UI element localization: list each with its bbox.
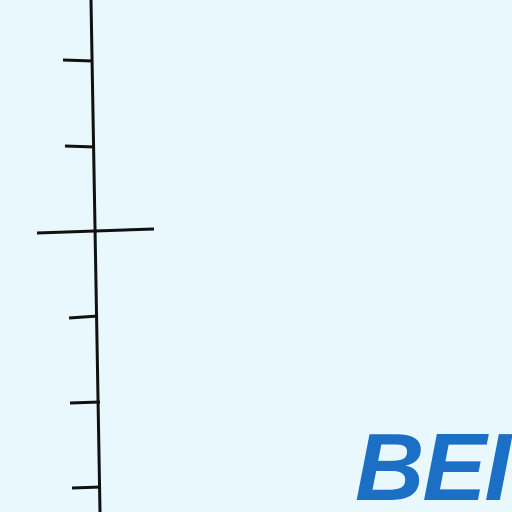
graticule-cross-tick [36,227,155,235]
minor-tick [68,314,99,320]
meridian-line [89,0,102,512]
place-name-label: BEI [355,414,511,512]
minor-tick [71,485,102,490]
minor-tick [62,58,94,63]
minor-tick [64,144,96,149]
minor-tick [69,400,101,405]
